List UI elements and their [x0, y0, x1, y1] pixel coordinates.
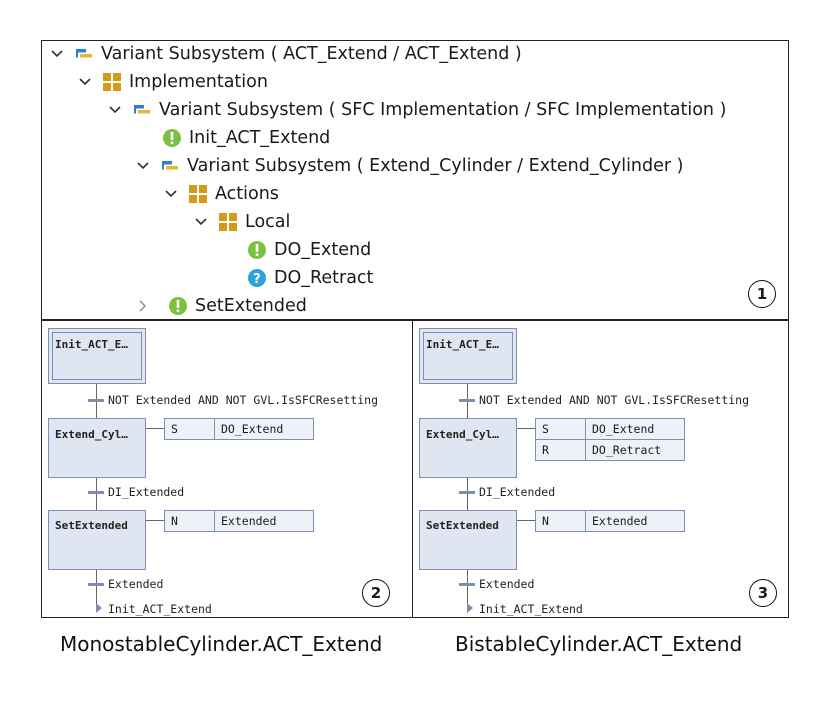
step-label: Extend_Cyl…: [55, 428, 128, 441]
variant-subsystem-icon: [74, 44, 94, 64]
chevron-right-icon[interactable]: [136, 299, 150, 313]
action-name: DO_Extend: [592, 422, 655, 436]
step-label: Init_ACT_E…: [426, 338, 499, 351]
tree-item-label: SetExtended: [195, 296, 307, 316]
jump-label: Init_ACT_Extend: [108, 602, 212, 616]
badge-number: 2: [362, 579, 390, 607]
step-label: SetExtended: [55, 519, 128, 532]
action-row: S DO_Extend: [536, 419, 684, 439]
sfc-diagram-monostable: Init_ACT_E… NOT Extended AND NOT GVL.IsS…: [41, 320, 414, 618]
step-extend-cylinder[interactable]: Extend_Cyl…: [419, 418, 517, 478]
transition-label: Extended: [479, 577, 535, 591]
action-row: N Extended: [165, 511, 313, 531]
transition-label: DI_Extended: [108, 485, 185, 499]
tree-item-label: Init_ACT_Extend: [189, 128, 331, 148]
chevron-down-icon[interactable]: [136, 159, 150, 173]
chevron-down-icon[interactable]: [194, 215, 208, 229]
variant-subsystem-icon: [160, 156, 180, 176]
jump-arrow-icon: [96, 603, 102, 613]
transition-bar[interactable]: [88, 491, 104, 494]
transition-bar[interactable]: [459, 491, 475, 494]
action-block[interactable]: S DO_Extend R DO_Retract: [535, 418, 685, 461]
exclamation-green-icon: [162, 128, 182, 148]
exclamation-green-icon: [168, 296, 188, 316]
tree-item-variant-extend-cylinder[interactable]: Variant Subsystem ( Extend_Cylinder / Ex…: [136, 153, 683, 179]
action-row: N Extended: [536, 511, 684, 531]
folder-grid-icon: [218, 212, 238, 232]
tree-item-label: Actions: [215, 184, 279, 204]
variant-subsystem-icon: [132, 100, 152, 120]
tree-item-setextended[interactable]: SetExtended: [136, 293, 307, 319]
tree-item-label: Variant Subsystem ( ACT_Extend / ACT_Ext…: [101, 44, 522, 64]
action-row: R DO_Retract: [536, 439, 684, 460]
step-extend-cylinder[interactable]: Extend_Cyl…: [48, 418, 146, 478]
action-name: DO_Retract: [592, 443, 662, 457]
init-step[interactable]: Init_ACT_E…: [419, 328, 517, 384]
tree-item-label: DO_Extend: [274, 240, 372, 260]
chevron-down-icon[interactable]: [108, 103, 122, 117]
tree-item-label: DO_Retract: [274, 268, 374, 288]
action-name: Extended: [221, 514, 277, 528]
folder-grid-icon: [102, 72, 122, 92]
transition-label: NOT Extended AND NOT GVL.IsSFCResetting: [108, 393, 379, 407]
tree-item-implementation[interactable]: Implementation: [78, 69, 268, 95]
chevron-down-icon[interactable]: [78, 75, 92, 89]
tree-item-variant-act-extend[interactable]: Variant Subsystem ( ACT_Extend / ACT_Ext…: [50, 41, 522, 67]
jump-label: Init_ACT_Extend: [479, 602, 583, 616]
tree-item-label: Variant Subsystem ( Extend_Cylinder / Ex…: [187, 156, 684, 176]
badge-number: 3: [749, 579, 777, 607]
exclamation-green-icon: [247, 240, 267, 260]
folder-grid-icon: [188, 184, 208, 204]
svg-text:?: ?: [253, 272, 261, 287]
action-block[interactable]: N Extended: [535, 510, 685, 532]
project-tree-panel: Variant Subsystem ( ACT_Extend / ACT_Ext…: [41, 40, 789, 320]
tree-item-do-extend[interactable]: DO_Extend: [247, 237, 371, 263]
step-setextended[interactable]: SetExtended: [48, 510, 146, 570]
action-row: S DO_Extend: [165, 419, 313, 439]
action-name: Extended: [592, 514, 648, 528]
tree-item-local[interactable]: Local: [194, 209, 290, 235]
step-label: Init_ACT_E…: [55, 338, 128, 351]
action-qualifier: R: [536, 440, 586, 460]
caption-monostable: MonostableCylinder.ACT_Extend: [60, 632, 383, 656]
transition-label: Extended: [108, 577, 164, 591]
init-step[interactable]: Init_ACT_E…: [48, 328, 146, 384]
chevron-down-icon[interactable]: [50, 47, 64, 61]
tree-item-label: Variant Subsystem ( SFC Implementation /…: [159, 100, 727, 120]
sfc-diagram-bistable: Init_ACT_E… NOT Extended AND NOT GVL.IsS…: [412, 320, 789, 618]
action-qualifier: S: [165, 419, 215, 439]
question-blue-icon: ?: [247, 268, 267, 288]
step-label: Extend_Cyl…: [426, 428, 499, 441]
transition-label: DI_Extended: [479, 485, 556, 499]
action-name: DO_Extend: [221, 422, 284, 436]
action-qualifier: N: [165, 511, 215, 531]
tree-item-variant-sfc-implementation[interactable]: Variant Subsystem ( SFC Implementation /…: [108, 97, 726, 123]
action-block[interactable]: N Extended: [164, 510, 314, 532]
action-block[interactable]: S DO_Extend: [164, 418, 314, 440]
transition-bar[interactable]: [88, 583, 104, 586]
transition-label: NOT Extended AND NOT GVL.IsSFCResetting: [479, 393, 750, 407]
tree-item-do-retract[interactable]: ? DO_Retract: [247, 265, 373, 291]
tree-item-label: Implementation: [129, 72, 268, 92]
caption-bistable: BistableCylinder.ACT_Extend: [455, 632, 743, 656]
chevron-down-icon[interactable]: [164, 187, 178, 201]
jump-arrow-icon: [467, 603, 473, 613]
tree-item-actions[interactable]: Actions: [164, 181, 279, 207]
transition-bar[interactable]: [459, 399, 475, 402]
transition-bar[interactable]: [459, 583, 475, 586]
action-qualifier: S: [536, 419, 586, 439]
transition-bar[interactable]: [88, 399, 104, 402]
badge-number: 1: [748, 280, 776, 308]
step-setextended[interactable]: SetExtended: [419, 510, 517, 570]
tree-item-label: Local: [245, 212, 291, 232]
step-label: SetExtended: [426, 519, 499, 532]
tree-item-init-act-extend[interactable]: Init_ACT_Extend: [162, 125, 330, 151]
action-qualifier: N: [536, 511, 586, 531]
